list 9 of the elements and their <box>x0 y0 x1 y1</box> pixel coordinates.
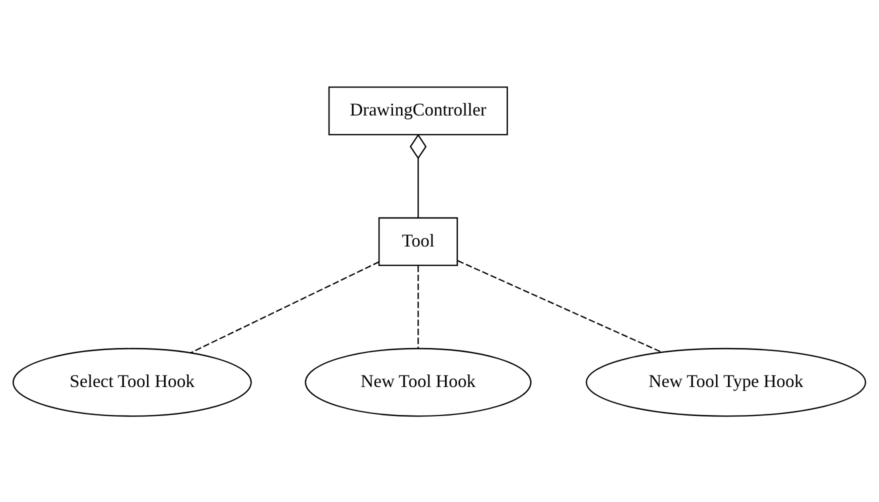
connector <box>410 133 427 218</box>
connector <box>190 260 380 353</box>
node-box: DrawingController <box>328 86 508 135</box>
node-ellipse: Select Tool Hook <box>12 347 252 416</box>
connector <box>458 260 662 352</box>
node-ellipse: New Tool Type Hook <box>586 347 866 416</box>
node-ellipse: New Tool Hook <box>304 347 532 416</box>
node-box: Tool <box>378 216 458 266</box>
connector <box>418 265 419 348</box>
